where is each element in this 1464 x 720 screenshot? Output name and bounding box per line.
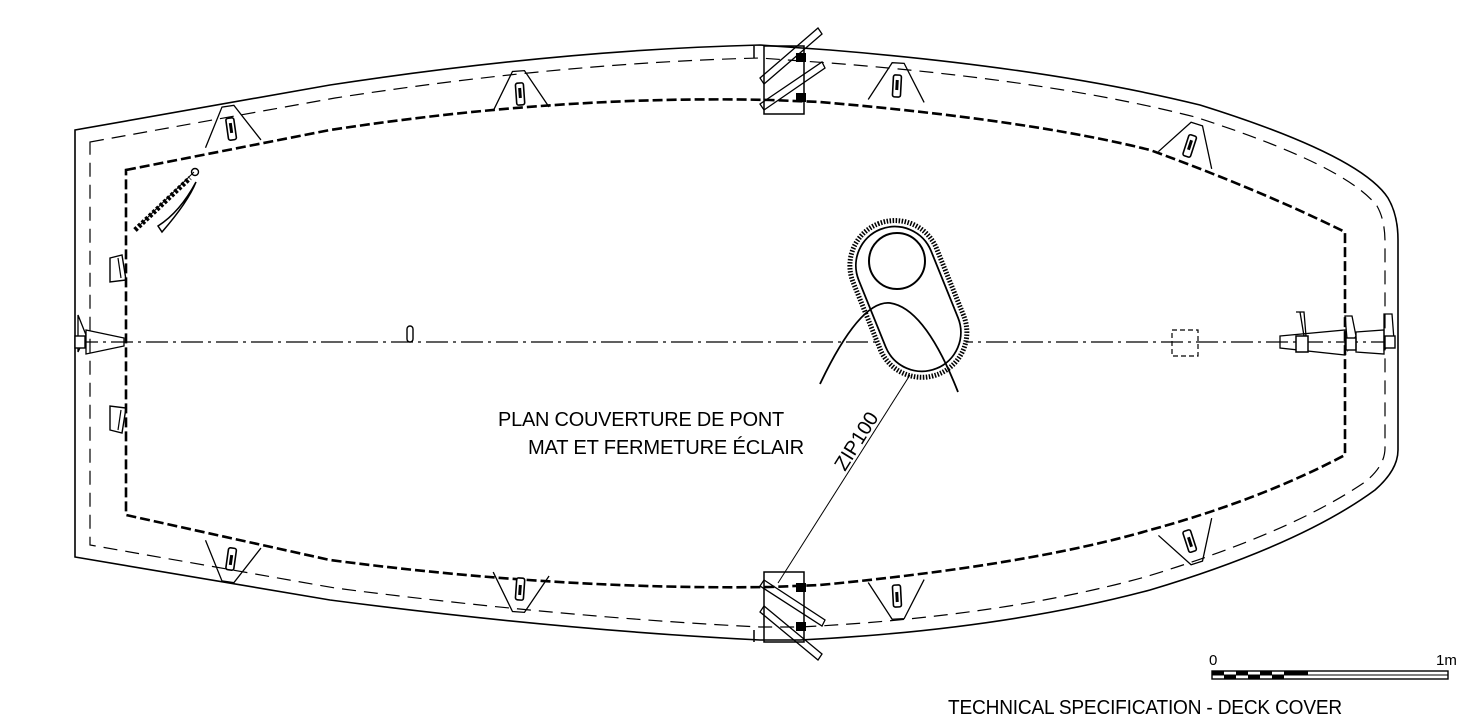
scale-start-label: 0 [1209, 652, 1217, 669]
fastener-icon [199, 101, 262, 149]
mast-bracket-bottom [753, 571, 826, 661]
mast-hole [868, 232, 926, 290]
hull-deck-edge [124, 98, 1347, 589]
plan-title-line1: PLAN COUVERTURE DE PONT [498, 409, 784, 431]
bow-fitting [1279, 311, 1396, 356]
scale-end-label: 1m [1436, 652, 1457, 669]
cover-outer-edge [74, 44, 1399, 641]
chain-icon [133, 167, 200, 234]
stern-centerline-clip [74, 314, 125, 355]
zip-label: ZIP100 [831, 408, 884, 474]
centerline-pin [406, 325, 414, 343]
scale-bar: 0 1m [1209, 652, 1457, 680]
cover-stitch-line [89, 57, 1386, 628]
plan-title-line2: MAT ET FERMETURE ÉCLAIR [528, 436, 804, 459]
zip-flap-curve [819, 302, 959, 393]
footer-title: TECHNICAL SPECIFICATION - DECK COVER [948, 697, 1342, 719]
mast-opening [819, 218, 970, 393]
fastener-icon [867, 578, 927, 622]
mast-bracket-top [753, 27, 826, 115]
stern-clip-bottom [109, 405, 127, 434]
deck-fitting-outline [1171, 329, 1199, 357]
fastener-icon [489, 68, 550, 112]
fastener-icon [867, 60, 927, 104]
stern-clip-top [109, 254, 127, 283]
zip-leader-line [777, 374, 911, 584]
